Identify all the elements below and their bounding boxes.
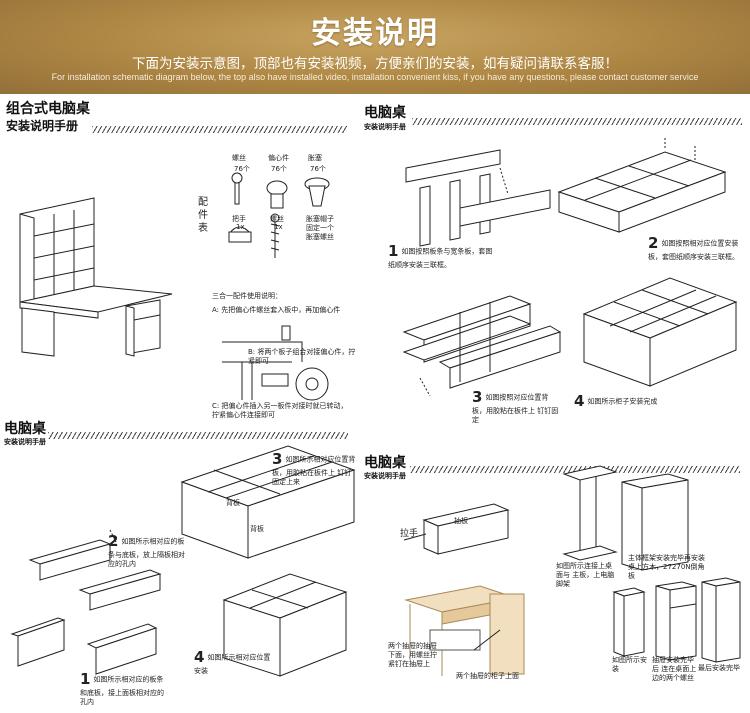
step2-diagram	[557, 138, 727, 233]
panel2-title: 电脑桌	[364, 105, 406, 121]
drawer-cabinet-diagram	[655, 581, 697, 661]
banner-title: 安装说明	[311, 16, 439, 51]
screw-qty: 1x	[274, 223, 283, 231]
header-banner: 安装说明 下面为安装示意图，顶部也有安装视频，方便亲们的安装，如有疑问请联系客服…	[0, 0, 750, 94]
anchor-note-0: 胀塞帽子	[306, 215, 334, 223]
part-qty-0: 76个	[234, 165, 250, 173]
panel3-title: 电脑桌	[4, 421, 46, 437]
desk-illustration	[19, 197, 173, 357]
handle-label: 把手	[232, 215, 246, 223]
panel3-step2-diagram	[28, 529, 162, 611]
step1-diagram	[405, 149, 551, 247]
tall-cabinet-diagram	[701, 577, 741, 663]
panel3-step3-diagram	[180, 445, 356, 559]
panel2-hatch	[412, 118, 742, 125]
panel1-subtitle: 安装说明手册	[6, 119, 79, 133]
table-detail-diagram	[473, 593, 525, 675]
panel-desk-overview: 组合式电脑桌 安装说明手册 配件表 螺丝 76个 偏心件 76个 胀塞 76个 …	[0, 96, 360, 426]
part-name-1: 偏心件	[268, 154, 289, 162]
note-g: 最后安装完毕	[698, 664, 740, 672]
panel1-hatch	[92, 126, 347, 133]
part-name-0: 螺丝	[232, 154, 246, 162]
step3-diagram	[402, 295, 562, 397]
part-name-2: 胀塞	[308, 154, 322, 162]
panel4-subtitle: 安装说明手册	[364, 472, 406, 480]
small-cabinet-diagram	[612, 587, 646, 657]
note-e: 如图所示安装	[612, 656, 647, 673]
steps-heading: 三合一配件使用说明：	[212, 292, 282, 300]
step-a-text: A: 先把偏心件螺丝套入板中，再加偏心件	[212, 306, 341, 314]
panel1-title: 组合式电脑桌	[6, 101, 90, 117]
panel3-step4-diagram	[222, 573, 348, 677]
fitting-diagram	[222, 325, 329, 401]
panel3-hatch	[48, 432, 348, 439]
banner-subtitle-en: For installation schematic diagram below…	[51, 72, 699, 82]
note-d: 主体框架安装完毕再安装 桌上方木，27270N倒角板	[628, 554, 705, 580]
back-panel-label-2: 背板	[250, 525, 264, 533]
anchor-note-2: 胀塞螺丝	[306, 233, 334, 241]
back-panel-label-1: 背板	[226, 499, 240, 507]
panel3-step1-diagram	[10, 617, 158, 675]
panel4-title: 电脑桌	[364, 455, 406, 471]
parts-heading: 配件表	[198, 197, 208, 234]
drawer-board-label: 抽板	[454, 517, 468, 525]
step4-diagram	[582, 277, 738, 387]
note-f: 抽屉安装完毕后 连在桌面上边的两个螺丝	[652, 656, 697, 682]
anchor-note-1: 固定一个	[306, 224, 334, 232]
drawer-diagram	[403, 503, 510, 555]
part-qty-1: 76个	[271, 165, 287, 173]
panel4-hatch	[410, 466, 740, 473]
part-qty-2: 76个	[310, 165, 326, 173]
panel2-subtitle: 安装说明手册	[364, 123, 406, 131]
note-a: 两个抽屉的抽屉下面，用螺丝拧紧钉在抽屉上	[388, 642, 437, 668]
panel3-subtitle: 安装说明手册	[4, 438, 46, 446]
parts-illustrations	[228, 172, 330, 258]
banner-subtitle-zh: 下面为安装示意图，顶部也有安装视频，方便亲们的安装，如有疑问请联系客服！	[132, 56, 618, 72]
panel-desk-assembly: 电脑桌 安装说明手册 拉手 抽板 如图所示连接上桌面与 主板，上电脑脚架 主体框…	[360, 420, 750, 713]
drawer-handle-label: 拉手	[400, 529, 419, 539]
note-b: 两个抽屉的柜子上面	[456, 672, 519, 680]
cabinet-frame-diagram	[621, 473, 689, 571]
handle-qty: 1x	[236, 223, 245, 231]
frame-diagram	[562, 465, 618, 561]
step-c-text: C: 把偏心件插入另一板件对接时就已转动，拧紧偏心件连接即可	[212, 402, 348, 419]
note-c: 如图所示连接上桌面与 主板，上电脑脚架	[556, 562, 615, 588]
screw-label: 螺丝	[270, 215, 284, 223]
